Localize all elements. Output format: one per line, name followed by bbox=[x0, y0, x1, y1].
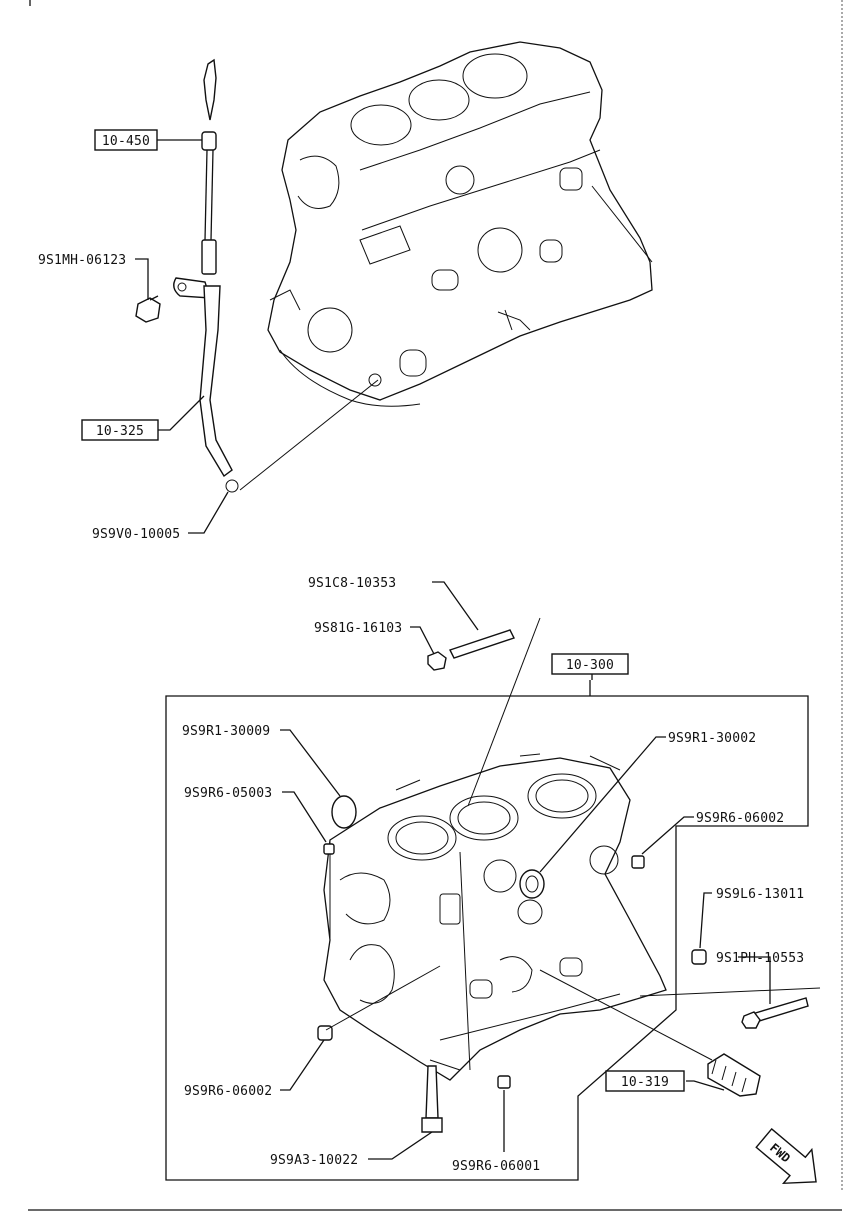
label-o-ring: 9S9V0-10005 bbox=[92, 527, 180, 542]
label-plug-lower-left: 9S9R6-06002 bbox=[184, 1084, 272, 1099]
leader-bolt-long bbox=[738, 956, 771, 1004]
label-nut: 9S81G-16103 bbox=[314, 621, 402, 636]
nut-icon bbox=[427, 651, 447, 671]
leader-seal-ring bbox=[539, 736, 666, 873]
leader-oil-jet-block bbox=[539, 969, 713, 1061]
fwd-arrow-icon: FWD bbox=[755, 1127, 817, 1185]
leader-bolt-upper bbox=[135, 258, 149, 300]
cylinder-block-illustration bbox=[323, 753, 667, 1081]
label-seal-ring: 9S9R1-30002 bbox=[668, 731, 756, 746]
leader-plug-lower-left bbox=[280, 1039, 325, 1091]
plug-small-left-icon bbox=[323, 843, 335, 855]
ref-box-10-319 bbox=[605, 1070, 685, 1092]
ref-10-300: 10-300 bbox=[566, 658, 614, 673]
leader-bolt-lower bbox=[368, 1131, 433, 1160]
label-plug-small-left: 9S9R6-05003 bbox=[184, 786, 272, 801]
label-plug-cup-large: 9S9R1-30009 bbox=[182, 724, 270, 739]
ref-10-319: 10-319 bbox=[621, 1075, 669, 1090]
plug-right-icon bbox=[631, 855, 645, 869]
leader-dowel bbox=[699, 892, 712, 949]
leader-nut bbox=[410, 626, 435, 655]
label-dowel: 9S9L6-13011 bbox=[716, 887, 804, 902]
leader-10-325 bbox=[158, 395, 205, 431]
seal-ring-icon bbox=[519, 869, 545, 899]
label-bolt-lower: 9S9A3-10022 bbox=[270, 1153, 358, 1168]
label-plug-lower-mid: 9S9R6-06001 bbox=[452, 1159, 540, 1174]
ref-box-10-450 bbox=[94, 129, 158, 151]
oil-jet-icon bbox=[707, 1053, 761, 1097]
plug-lower-mid-icon bbox=[497, 1075, 511, 1089]
leader-o-ring-block bbox=[239, 379, 379, 491]
leader-plug-cup bbox=[280, 729, 341, 797]
leader-oil-jet bbox=[686, 1080, 725, 1091]
bolt-lower-icon bbox=[421, 1065, 443, 1133]
leader-plug-right bbox=[641, 816, 694, 855]
upper-engine-illustration bbox=[267, 41, 653, 407]
leader-stud bbox=[432, 581, 479, 631]
ref-10-450: 10-450 bbox=[102, 134, 150, 149]
assembly-frame bbox=[165, 680, 809, 1181]
bolt-upper-icon bbox=[135, 295, 161, 323]
label-plug-right: 9S9R6-06002 bbox=[696, 811, 784, 826]
leader-plug-small-left bbox=[282, 791, 327, 843]
leader-plug-lower-left-block bbox=[325, 965, 441, 1031]
ref-10-325: 10-325 bbox=[96, 424, 144, 439]
stud-icon bbox=[449, 629, 515, 659]
label-bolt-upper: 9S1MH-06123 bbox=[38, 253, 126, 268]
label-bolt-long: 9S1PH-10553 bbox=[716, 951, 804, 966]
ref-box-10-325 bbox=[81, 419, 159, 441]
leader-bolt-long-block bbox=[639, 987, 821, 997]
leader-top-right bbox=[591, 185, 653, 263]
dowel-icon bbox=[691, 949, 707, 965]
leader-o-ring bbox=[188, 491, 229, 534]
plug-cup-large-icon bbox=[331, 795, 357, 829]
ref-box-10-300 bbox=[551, 653, 629, 675]
label-stud: 9S1C8-10353 bbox=[308, 576, 396, 591]
dipstick-assembly bbox=[173, 58, 239, 493]
bolt-long-icon bbox=[741, 997, 809, 1029]
plug-lower-left-icon bbox=[317, 1025, 333, 1041]
leader-stud-block bbox=[467, 617, 541, 807]
